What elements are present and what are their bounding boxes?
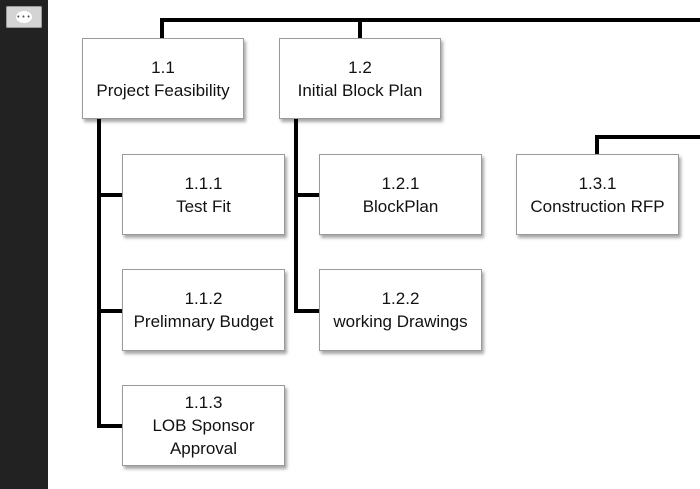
wbs-node-1-2[interactable]: 1.2 Initial Block Plan (279, 38, 441, 119)
left-sidebar: ••• (0, 0, 48, 489)
node-label: Prelimnary Budget (133, 312, 274, 331)
node-id: 1.1 (151, 57, 175, 77)
node-label: Project Feasibility (96, 80, 230, 100)
branch-1-3 (595, 135, 700, 156)
wbs-node-1-2-1[interactable]: 1.2.1 BlockPlan (319, 154, 482, 235)
wbs-node-1-1-2[interactable]: 1.1.2 Prelimnary Budget (122, 269, 285, 351)
wbs-node-1-3-1[interactable]: 1.3.1 Construction RFP (516, 154, 679, 235)
node-label: Initial Block Plan (297, 80, 423, 100)
node-id: 1.1.3 (184, 393, 223, 412)
wbs-node-1-1-3[interactable]: 1.1.3 LOB Sponsor Approval (122, 385, 285, 466)
more-horizontal-icon: ••• (16, 11, 32, 23)
node-label: working Drawings (333, 312, 468, 331)
node-id: 1.1.2 (184, 289, 223, 308)
wbs-node-1-2-2[interactable]: 1.2.2 working Drawings (319, 269, 482, 351)
node-label: BlockPlan (362, 196, 439, 216)
wbs-node-1-1[interactable]: 1.1 Project Feasibility (82, 38, 244, 119)
node-label: Test Fit (176, 196, 231, 216)
node-id: 1.1.1 (184, 173, 223, 193)
node-id: 1.3.1 (578, 173, 617, 193)
node-label-line1: LOB Sponsor (152, 416, 255, 435)
node-id: 1.2.2 (381, 289, 420, 308)
node-id: 1.2 (348, 57, 372, 77)
wbs-node-1-1-1[interactable]: 1.1.1 Test Fit (122, 154, 285, 235)
node-id: 1.2.1 (381, 173, 420, 193)
node-label-line2: Approval (169, 439, 238, 458)
node-label: Construction RFP (530, 196, 665, 216)
menu-button[interactable]: ••• (6, 6, 42, 28)
